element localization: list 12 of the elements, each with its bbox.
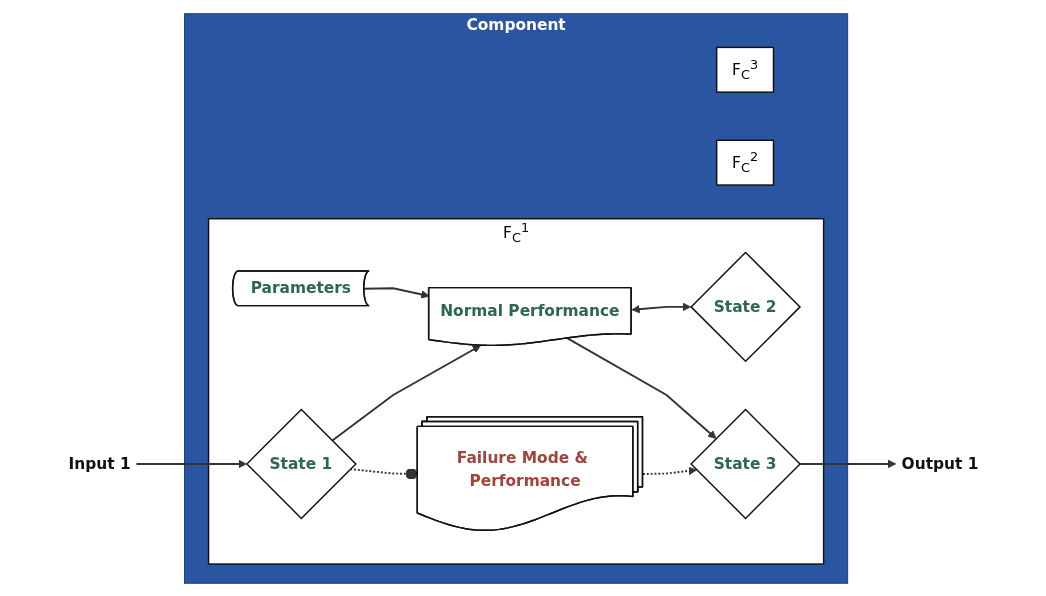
- node-diamond: State 2: [689, 250, 801, 362]
- arrow: [641, 466, 697, 475]
- node-text: Output 1: [901, 453, 978, 473]
- arrow: [631, 302, 691, 313]
- node-text: Input 1: [68, 453, 131, 473]
- arrow: [798, 459, 896, 468]
- arrow: [330, 344, 481, 442]
- arrow: [566, 336, 716, 439]
- arrow: [134, 459, 247, 468]
- arrow: [362, 286, 430, 299]
- node-diamond: State 1: [245, 407, 357, 519]
- node-diamond: State 3: [689, 407, 801, 519]
